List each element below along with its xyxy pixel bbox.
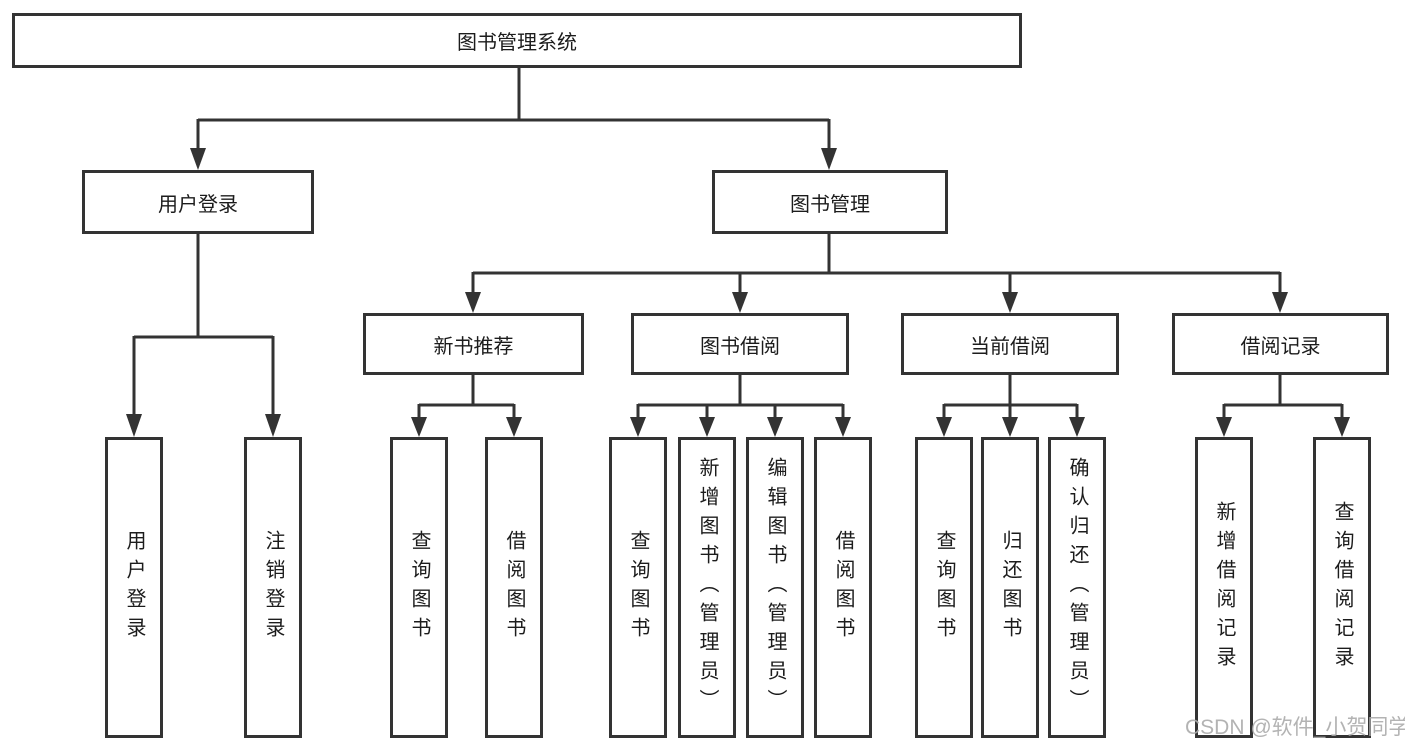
edge-new-books-to-leaves — [411, 375, 522, 437]
node-new-books-label: 新书推荐 — [433, 335, 514, 358]
node-user-login: 用户登录 — [82, 170, 314, 234]
leaf-book-borrow-add-books-admin: 新增图书（管理员） — [678, 437, 736, 738]
leaf-user-login-label: 用户登录 — [123, 529, 145, 646]
leaf-current-borrow-confirm-return-admin: 确认归还（管理员） — [1048, 437, 1106, 738]
arrowhead-icon — [699, 417, 715, 437]
arrowhead-icon — [1002, 292, 1018, 313]
arrowhead-icon — [465, 292, 481, 313]
node-book-borrow-label: 图书借阅 — [700, 335, 780, 358]
node-root-label: 图书管理系统 — [457, 32, 577, 54]
leaf-book-borrow-query-books: 查询图书 — [609, 437, 667, 738]
node-borrow-records: 借阅记录 — [1172, 313, 1389, 375]
node-root: 图书管理系统 — [12, 13, 1022, 68]
leaf-logout-label: 注销登录 — [262, 529, 284, 646]
arrowhead-icon — [1334, 417, 1350, 437]
leaf-label: 借阅图书 — [832, 529, 854, 646]
leaf-current-borrow-query-books: 查询图书 — [915, 437, 973, 738]
arrowhead-icon — [767, 417, 783, 437]
leaf-book-borrow-borrow-books: 借阅图书 — [814, 437, 872, 738]
arrowhead-icon — [835, 417, 851, 437]
arrowhead-icon — [821, 148, 837, 170]
edge-book-borrow-to-leaves — [630, 375, 851, 437]
node-book-borrow: 图书借阅 — [631, 313, 849, 375]
arrowhead-icon — [1069, 417, 1085, 437]
arrowhead-icon — [411, 417, 427, 437]
leaf-label: 借阅图书 — [503, 529, 525, 646]
edge-root-to-level2 — [190, 66, 837, 170]
arrowhead-icon — [265, 414, 281, 437]
leaf-book-borrow-edit-books-admin: 编辑图书（管理员） — [746, 437, 804, 738]
edge-current-borrow-to-leaves — [936, 375, 1085, 437]
arrowhead-icon — [732, 292, 748, 313]
leaf-label: 归还图书 — [999, 529, 1021, 646]
edge-book-mgmt-to-level3 — [465, 234, 1288, 313]
leaf-label: 编辑图书（管理员） — [764, 457, 786, 718]
leaf-label: 查询图书 — [408, 529, 430, 646]
leaf-records-query-record: 查询借阅记录 — [1313, 437, 1371, 738]
node-book-mgmt: 图书管理 — [712, 170, 948, 234]
leaf-label: 查询图书 — [627, 529, 649, 646]
leaf-current-borrow-return-books: 归还图书 — [981, 437, 1039, 738]
node-current-borrow-label: 当前借阅 — [970, 335, 1050, 358]
leaf-new-books-borrow-books: 借阅图书 — [485, 437, 543, 738]
leaf-label: 新增图书（管理员） — [696, 457, 718, 718]
leaf-user-login: 用户登录 — [105, 437, 163, 738]
leaf-records-add-record: 新增借阅记录 — [1195, 437, 1253, 738]
leaf-new-books-query-books: 查询图书 — [390, 437, 448, 738]
node-book-mgmt-label: 图书管理 — [790, 193, 870, 216]
arrowhead-icon — [126, 414, 142, 437]
arrowhead-icon — [1216, 417, 1232, 437]
leaf-label: 查询借阅记录 — [1331, 500, 1353, 675]
leaf-label: 查询图书 — [933, 529, 955, 646]
arrowhead-icon — [506, 417, 522, 437]
leaf-logout: 注销登录 — [244, 437, 302, 738]
watermark: CSDN @软件_小贺同学 — [1185, 716, 1405, 739]
arrowhead-icon — [190, 148, 206, 170]
node-current-borrow: 当前借阅 — [901, 313, 1119, 375]
leaf-label: 确认归还（管理员） — [1066, 457, 1088, 718]
arrowhead-icon — [1272, 292, 1288, 313]
arrowhead-icon — [936, 417, 952, 437]
node-borrow-records-label: 借阅记录 — [1240, 335, 1321, 358]
leaf-label: 新增借阅记录 — [1213, 500, 1235, 675]
arrowhead-icon — [1002, 417, 1018, 437]
node-new-books: 新书推荐 — [363, 313, 584, 375]
edge-borrow-records-to-leaves — [1216, 375, 1350, 437]
node-user-login-label: 用户登录 — [158, 193, 238, 216]
arrowhead-icon — [630, 417, 646, 437]
edge-user-login-to-leaves — [126, 234, 281, 437]
